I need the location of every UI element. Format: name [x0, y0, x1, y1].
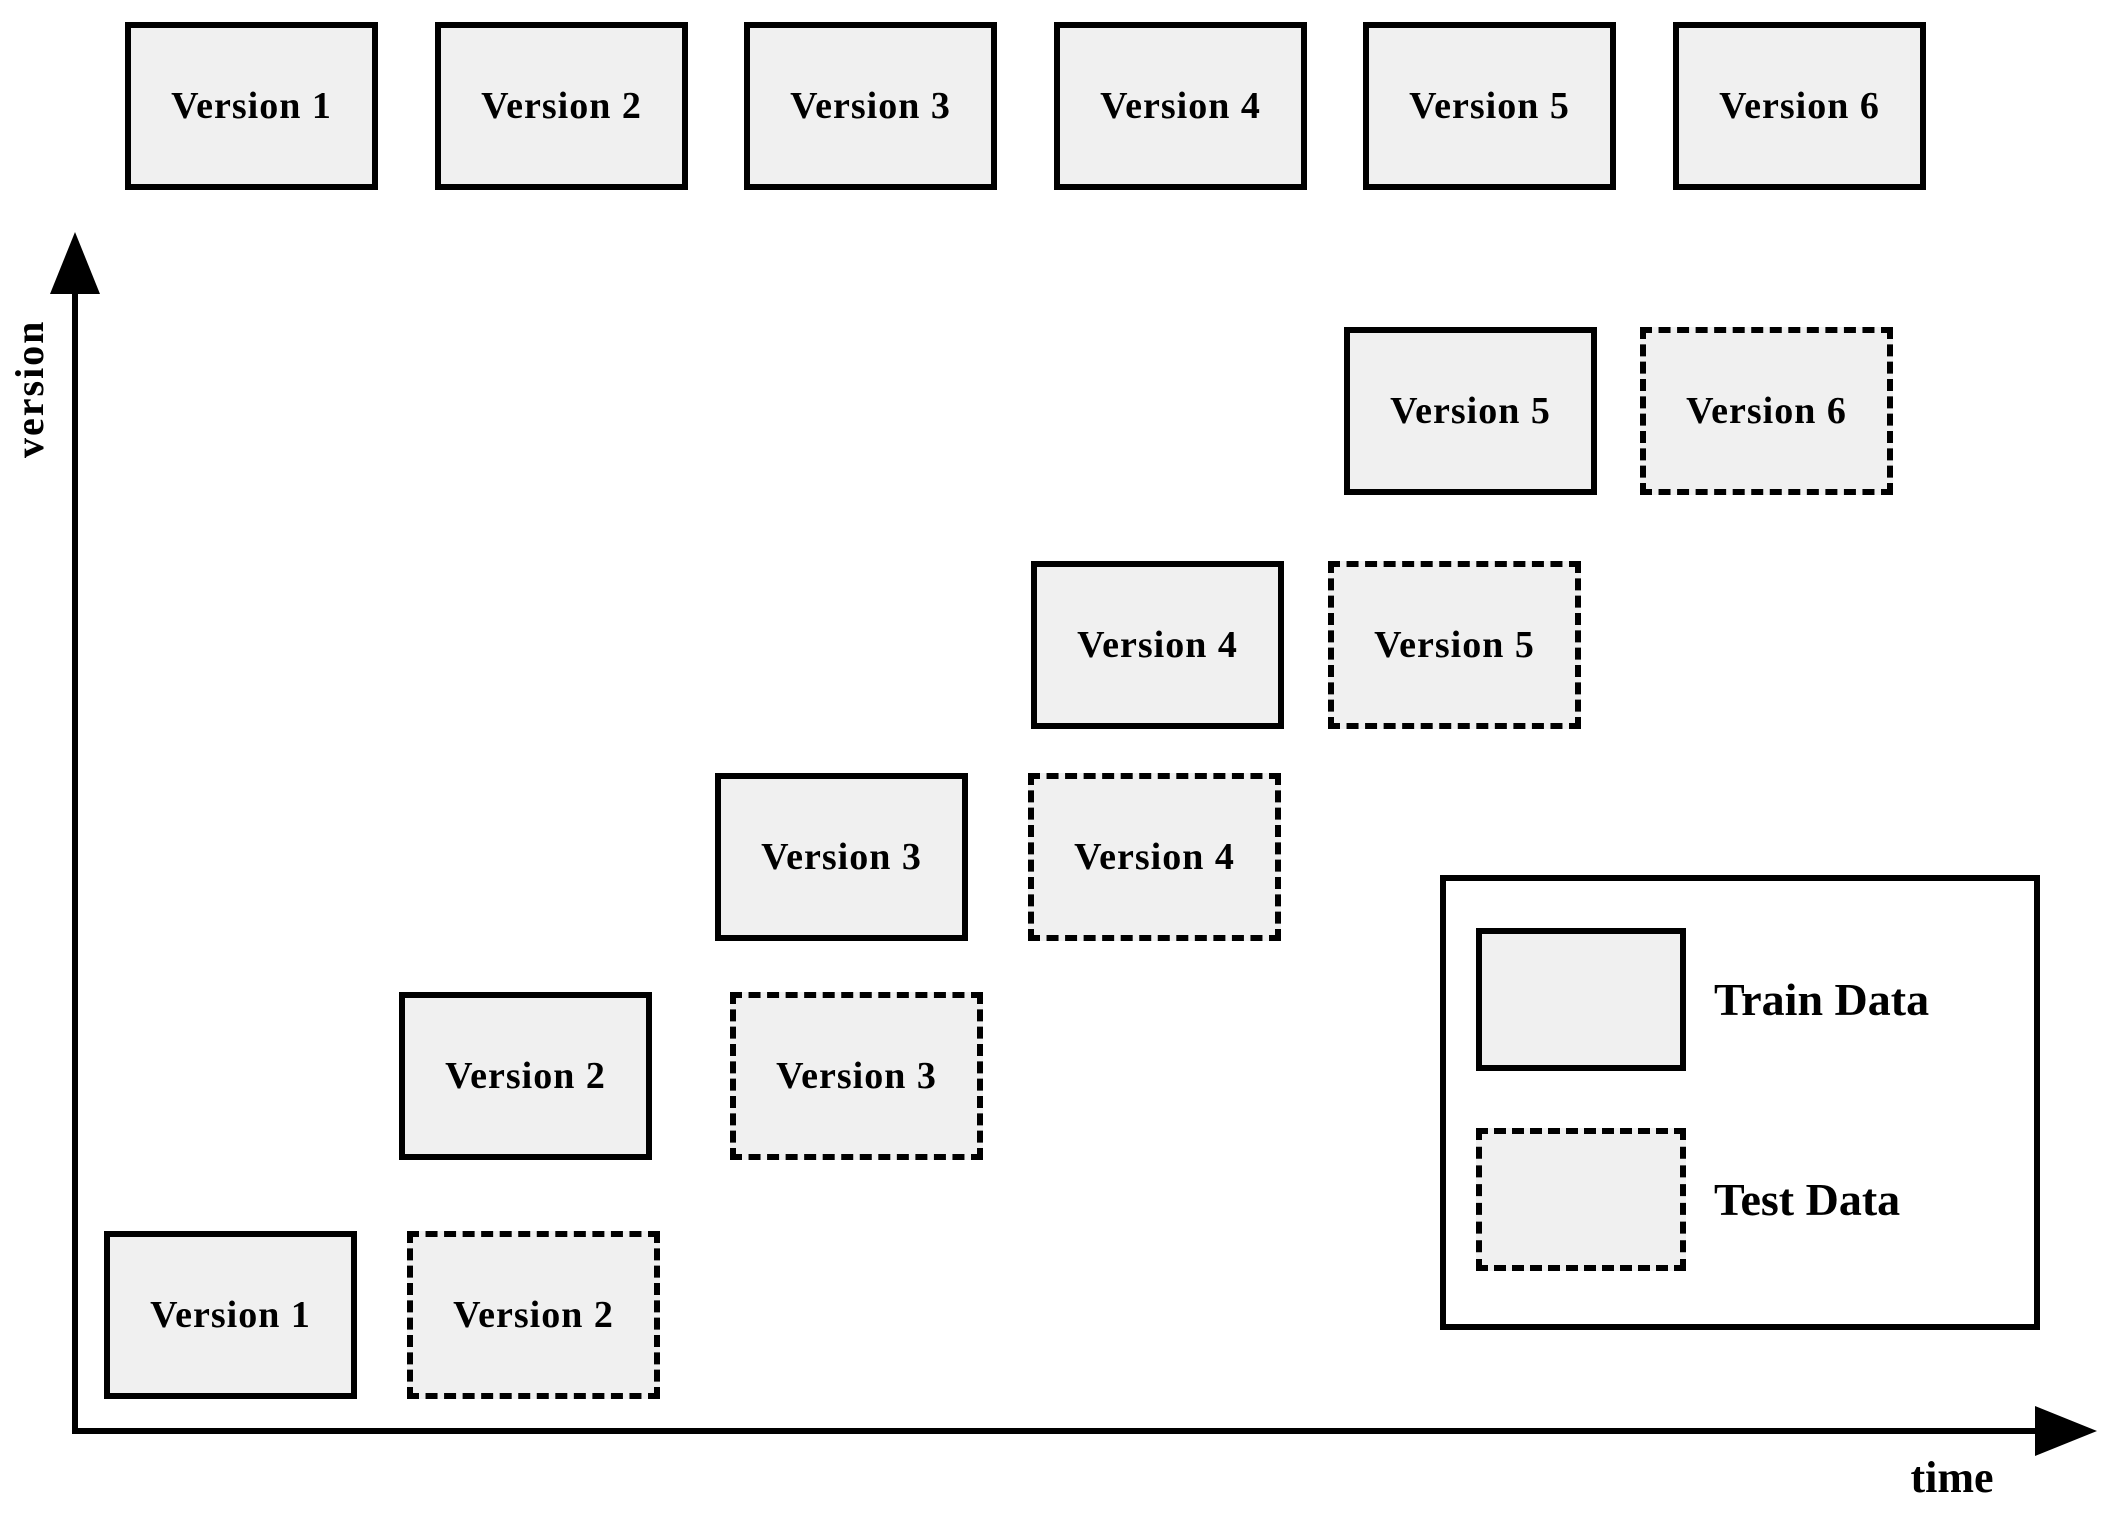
timeline-version-4-label: Version 4: [1100, 85, 1261, 127]
timeline-version-3-label: Version 3: [790, 85, 951, 127]
train-box-version-3: Version 3: [715, 773, 968, 941]
x-axis-line: [72, 1428, 2042, 1434]
timeline-version-5-label: Version 5: [1409, 85, 1570, 127]
timeline-version-2-label: Version 2: [481, 85, 642, 127]
timeline-version-3-box: Version 3: [744, 22, 997, 190]
train-box-version-1-label: Version 1: [150, 1294, 311, 1336]
test-box-version-4: Version 4: [1028, 773, 1281, 941]
timeline-version-6-label: Version 6: [1719, 85, 1880, 127]
y-axis-arrowhead-icon: [50, 232, 100, 294]
legend: Train Data Test Data: [1440, 875, 2040, 1330]
x-axis-arrowhead-icon: [2035, 1406, 2097, 1456]
train-box-version-2: Version 2: [399, 992, 652, 1160]
timeline-version-2-box: Version 2: [435, 22, 688, 190]
test-box-version-5-label: Version 5: [1374, 624, 1535, 666]
timeline-version-1-label: Version 1: [171, 85, 332, 127]
test-data-swatch-icon: [1476, 1128, 1686, 1271]
legend-train-label: Train Data: [1714, 974, 1930, 1025]
test-box-version-2: Version 2: [407, 1231, 660, 1399]
test-box-version-3: Version 3: [730, 992, 983, 1160]
test-box-version-6: Version 6: [1640, 327, 1893, 495]
test-box-version-4-label: Version 4: [1074, 836, 1235, 878]
test-box-version-6-label: Version 6: [1686, 390, 1847, 432]
timeline-version-5-box: Version 5: [1363, 22, 1616, 190]
test-box-version-2-label: Version 2: [453, 1294, 614, 1336]
test-box-version-5: Version 5: [1328, 561, 1581, 729]
timeline-version-1-box: Version 1: [125, 22, 378, 190]
test-box-version-3-label: Version 3: [776, 1055, 937, 1097]
y-axis-line: [72, 258, 78, 1434]
timeline-version-4-box: Version 4: [1054, 22, 1307, 190]
train-box-version-5-label: Version 5: [1390, 390, 1551, 432]
train-data-swatch-icon: [1476, 928, 1686, 1071]
train-box-version-5: Version 5: [1344, 327, 1597, 495]
train-box-version-4: Version 4: [1031, 561, 1284, 729]
timeline-version-6-box: Version 6: [1673, 22, 1926, 190]
x-axis-label: time: [1910, 1453, 1994, 1502]
legend-test-label: Test Data: [1714, 1174, 1901, 1225]
y-axis-label: version: [7, 319, 52, 458]
train-box-version-2-label: Version 2: [445, 1055, 606, 1097]
train-box-version-1: Version 1: [104, 1231, 357, 1399]
train-box-version-4-label: Version 4: [1077, 624, 1238, 666]
train-box-version-3-label: Version 3: [761, 836, 922, 878]
